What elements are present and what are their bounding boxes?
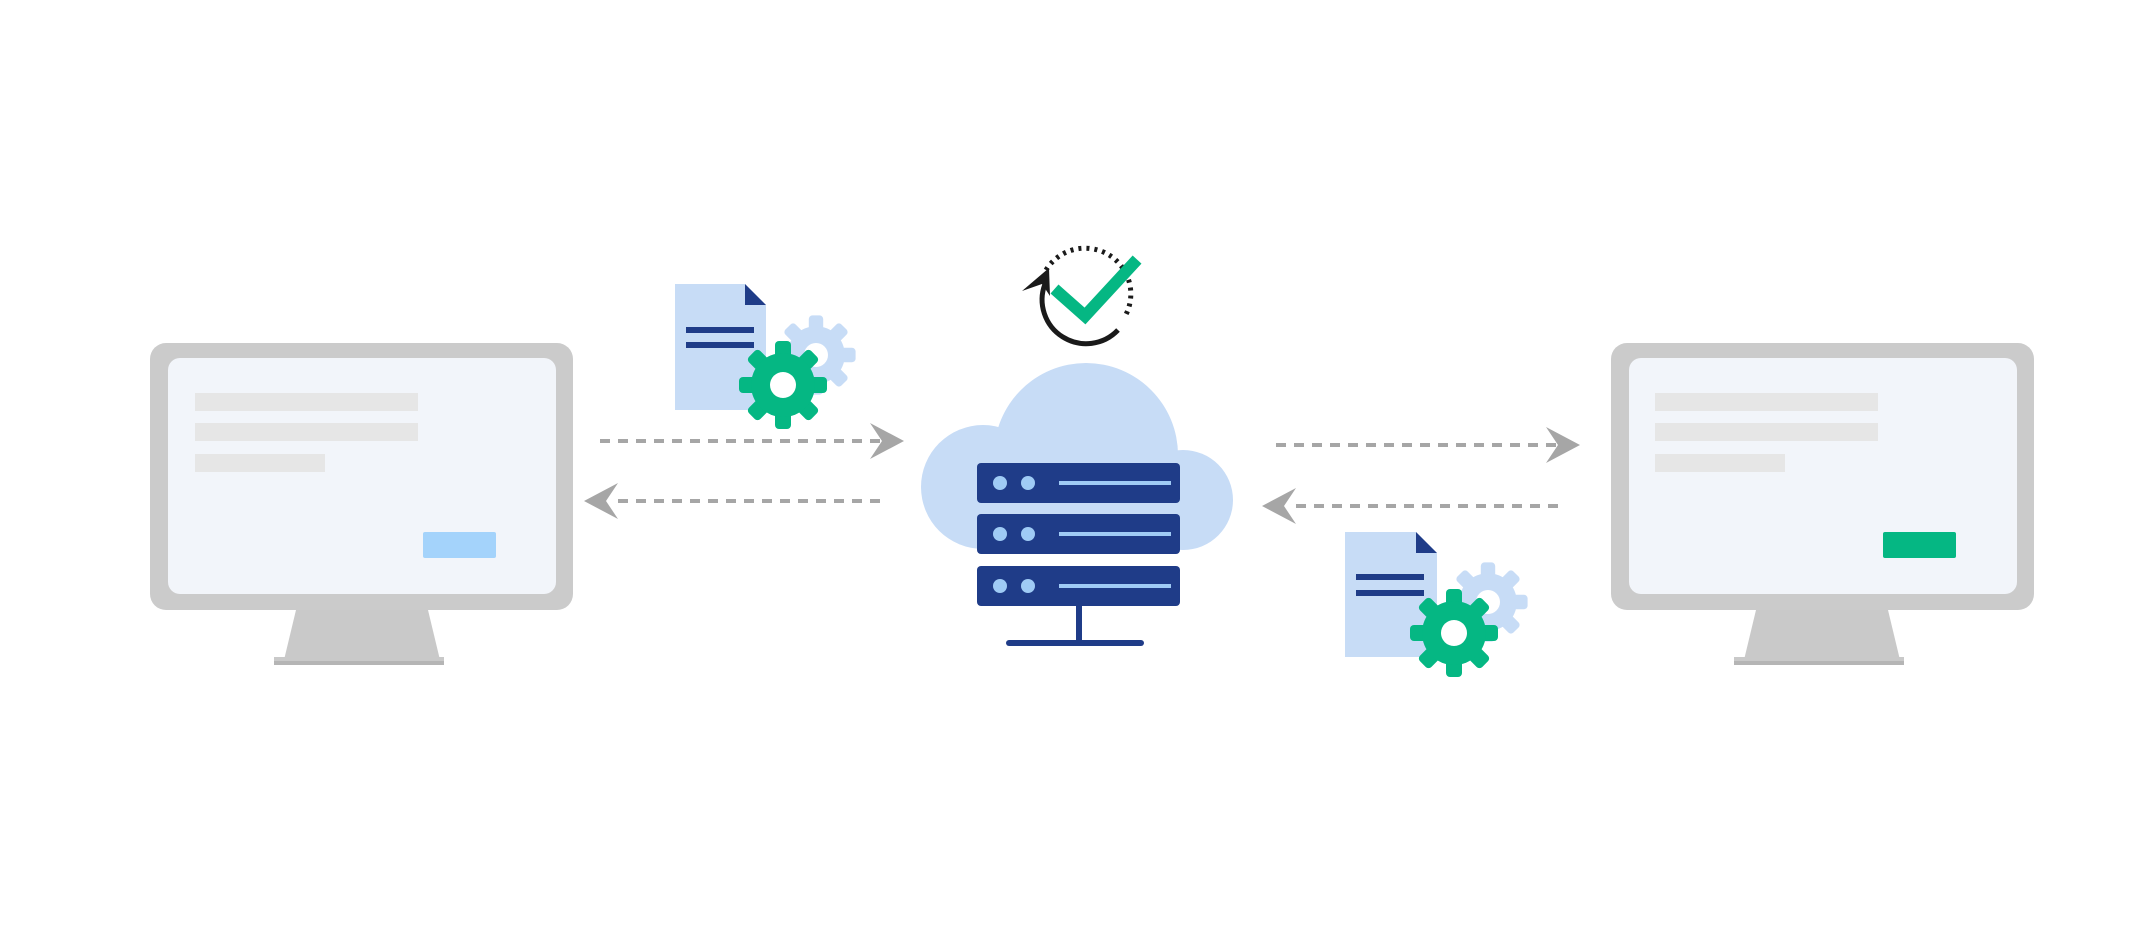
submit-button[interactable] <box>1883 532 1956 558</box>
form-line <box>1655 423 1878 441</box>
form-line <box>195 393 418 411</box>
arrow-left-to-server <box>600 423 904 459</box>
cloud-server <box>921 363 1233 646</box>
server-unit <box>977 514 1180 554</box>
arrow-server-to-left <box>584 483 888 519</box>
submit-button[interactable] <box>423 532 496 558</box>
left-monitor <box>150 343 573 665</box>
arrow-server-to-right <box>1276 427 1580 463</box>
connection-arrows <box>584 423 1580 524</box>
document-gear-icon <box>1345 532 1528 677</box>
monitor-stand <box>1744 610 1900 660</box>
right-monitor <box>1611 343 2034 665</box>
form-line <box>1655 454 1785 472</box>
server-unit <box>977 566 1180 606</box>
document-gear-icon <box>675 284 856 429</box>
checkmark-icon <box>1050 255 1142 325</box>
refresh-check-icon <box>1022 245 1142 347</box>
form-line <box>195 454 325 472</box>
server-unit <box>977 463 1180 503</box>
form-line <box>195 423 418 441</box>
form-line <box>1655 393 1878 411</box>
monitor-stand <box>284 610 440 660</box>
server-rack-icon <box>977 463 1180 646</box>
arrow-right-to-server <box>1262 488 1566 524</box>
